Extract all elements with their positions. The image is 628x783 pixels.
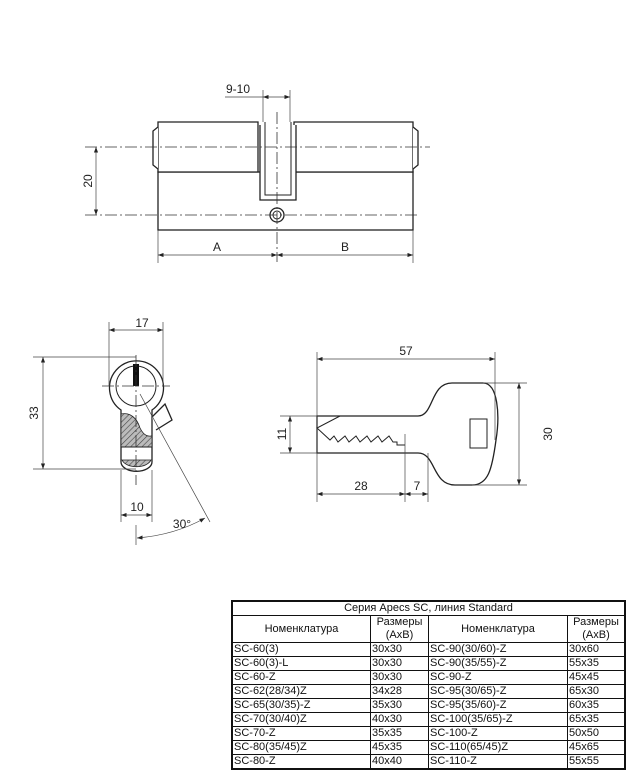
cam-tab <box>151 402 173 431</box>
dim-head-height-label: 30 <box>541 427 555 441</box>
dim-width-label: 17 <box>135 316 149 330</box>
size-cell: 55x35 <box>567 656 626 671</box>
size-cell: 30x60 <box>567 642 626 657</box>
cam <box>259 125 297 201</box>
col-header-size: Размеры (AxB) <box>370 615 429 643</box>
model-cell: SC-95(30/65)-Z <box>428 684 568 699</box>
dim-cam-label: 9-10 <box>226 82 250 96</box>
model-cell: SC-80-Z <box>231 754 371 770</box>
cylinder-front-view: 20 9-10 A B <box>81 82 430 263</box>
size-cell: 50x50 <box>567 726 626 741</box>
left-cap <box>152 126 159 170</box>
size-cell: 30x30 <box>370 670 429 685</box>
dim-height-label: 33 <box>27 406 41 420</box>
model-cell: SC-95(35/60)-Z <box>428 698 568 713</box>
table-header: Номенклатура Размеры (AxB) Номенклатура … <box>231 615 626 643</box>
table-title: Серия Apecs SC, линия Standard <box>231 600 626 616</box>
dim-height-label: 20 <box>81 174 95 188</box>
key-drawing: 57 11 30 28 7 <box>275 344 555 502</box>
model-cell: SC-60(3) <box>231 642 371 657</box>
model-cell: SC-62(28/34)Z <box>231 684 371 699</box>
col-header-size: Размеры (AxB) <box>567 615 626 643</box>
dim-b-label: B <box>341 240 349 254</box>
model-cell: SC-65(30/35)-Z <box>231 698 371 713</box>
size-cell: 35x35 <box>370 726 429 741</box>
dim-length-label: 57 <box>399 344 413 358</box>
model-cell: SC-80(35/45)Z <box>231 740 371 755</box>
model-cell: SC-110(65/45)Z <box>428 740 568 755</box>
col-header-name: Номенклатура <box>231 615 371 643</box>
size-cell: 30x30 <box>370 656 429 671</box>
model-cell: SC-90(35/55)-Z <box>428 656 568 671</box>
model-cell: SC-70-Z <box>231 726 371 741</box>
dim-blade-label: 28 <box>354 479 368 493</box>
size-cell: 30x30 <box>370 642 429 657</box>
size-cell: 35x30 <box>370 698 429 713</box>
model-cell: SC-90(30/60)-Z <box>428 642 568 657</box>
key-hole <box>469 418 488 449</box>
cylinder-profile-view: 17 33 10 30° <box>27 316 211 545</box>
model-cell: SC-70(30/40)Z <box>231 712 371 727</box>
size-cell: 34x28 <box>370 684 429 699</box>
key-outline <box>316 382 499 486</box>
size-cell: 45x45 <box>567 670 626 685</box>
model-cell: SC-100-Z <box>428 726 568 741</box>
dim-a-label: A <box>213 240 221 254</box>
size-cell: 55x55 <box>567 754 626 770</box>
size-cell: 40x40 <box>370 754 429 770</box>
dim-shoulder-label: 7 <box>414 479 421 493</box>
dim-blade-height-label: 11 <box>275 427 289 440</box>
model-cell: SC-90-Z <box>428 670 568 685</box>
size-cell: 45x65 <box>567 740 626 755</box>
size-cell: 40x30 <box>370 712 429 727</box>
specs-table: Серия Apecs SC, линия Standard Номенклат… <box>231 600 626 770</box>
size-cell: 65x30 <box>567 684 626 699</box>
model-cell: SC-60-Z <box>231 670 371 685</box>
size-cell: 45x35 <box>370 740 429 755</box>
model-cell: SC-100(35/65)-Z <box>428 712 568 727</box>
size-cell: 65x35 <box>567 712 626 727</box>
col-header-name: Номенклатура <box>428 615 568 643</box>
dim-bottom-label: 10 <box>130 500 144 514</box>
size-cell: 60x35 <box>567 698 626 713</box>
model-cell: SC-110-Z <box>428 754 568 770</box>
right-cap <box>412 126 419 170</box>
model-cell: SC-60(3)-L <box>231 656 371 671</box>
dim-angle-label: 30° <box>173 517 191 531</box>
